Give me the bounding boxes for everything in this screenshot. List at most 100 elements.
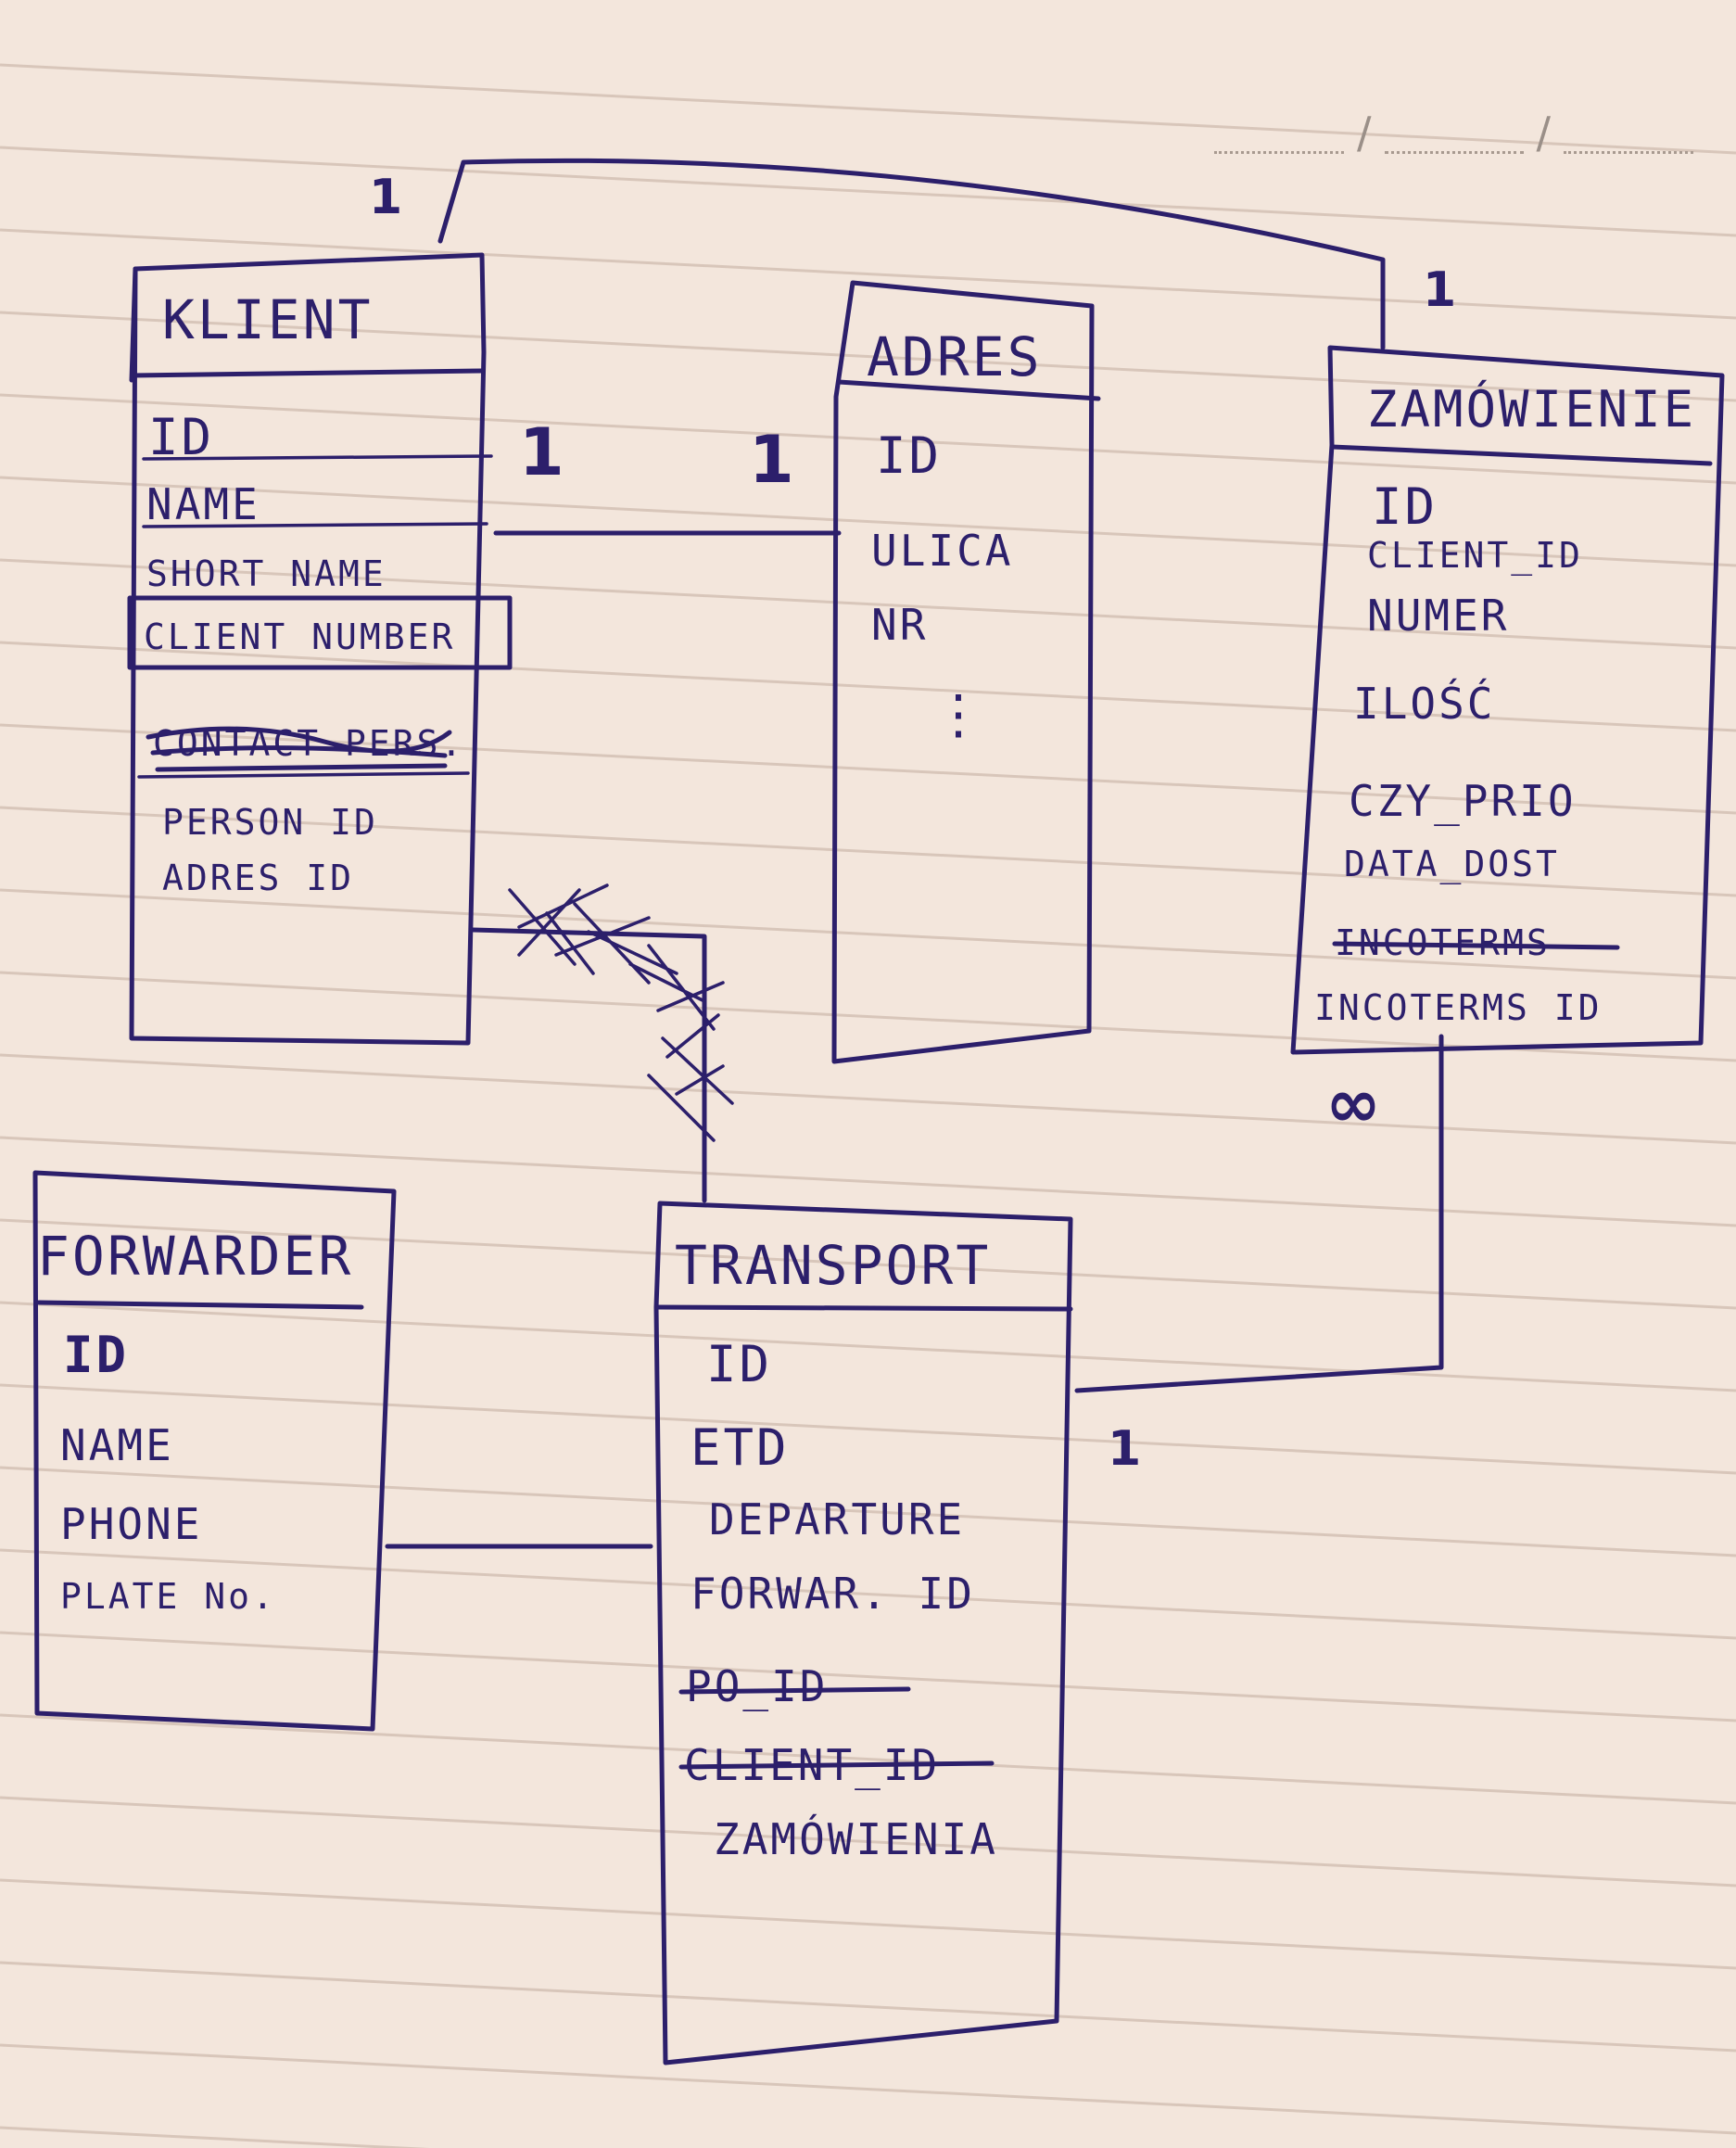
entity-zamowienie-header-divider: [1329, 444, 1713, 466]
adres-field-id: ID: [876, 426, 942, 485]
klient-field-client-number: CLIENT NUMBER: [144, 616, 455, 657]
ruled-line: [0, 1713, 1736, 1805]
date-separator: /: [1536, 108, 1552, 158]
klient-field-short-name: SHORT NAME: [146, 553, 386, 594]
klient-field-name: NAME: [146, 479, 260, 529]
transport-strikethrough-client-id: [678, 1760, 995, 1770]
klient-row-divider: [142, 522, 488, 528]
entity-transport-header-divider: [653, 1304, 1073, 1312]
ruled-line: [0, 558, 1736, 650]
relation-klient-transport-scribble: [508, 883, 734, 1142]
cardinality-zamowienie-transport-many: ∞: [1325, 1064, 1381, 1142]
transport-field-forwar-id: FORWAR. ID: [691, 1569, 975, 1619]
zamowienie-field-data-dost: DATA_DOST: [1344, 844, 1560, 885]
adres-field-ulica: ULICA: [871, 526, 1013, 576]
entity-transport-title: TRANSPORT: [675, 1234, 991, 1297]
forwarder-field-plate-no: PLATE No.: [60, 1576, 276, 1617]
zamowienie-field-czy-prio: CZY_PRIO: [1349, 776, 1577, 826]
date-year-blank: [1564, 125, 1693, 154]
adres-field-more: ⋮: [931, 682, 988, 745]
ruled-line: [0, 723, 1736, 815]
entity-klient-header-divider: [130, 368, 485, 378]
ruled-line: [0, 311, 1736, 402]
entity-klient-header-left: [129, 266, 138, 383]
entity-zamowienie-box: [1290, 345, 1725, 1055]
cardinality-klient-zamowienie-zamowienie: 1: [1423, 262, 1456, 318]
transport-strikethrough-po-id: [678, 1686, 911, 1695]
ruled-line: [0, 476, 1736, 567]
entity-transport-box: [653, 1201, 1073, 2065]
entity-klient-box: [129, 252, 487, 1046]
date-day-blank: [1214, 125, 1344, 154]
cardinality-klient-zamowienie-klient: 1: [369, 170, 402, 225]
ruled-line: [0, 1878, 1736, 1970]
ruled-line: [0, 1631, 1736, 1722]
relation-klient-zamowienie: [437, 158, 1386, 350]
ruled-line: [0, 1548, 1736, 1640]
ruled-line: [0, 63, 1736, 155]
zamowienie-field-id: ID: [1372, 477, 1438, 536]
entity-adres-header-divider: [836, 379, 1101, 401]
ruled-line: [0, 146, 1736, 237]
forwarder-field-name: NAME: [60, 1420, 174, 1470]
ruled-line: [0, 393, 1736, 485]
klient-row-divider: [142, 454, 493, 461]
date-separator: /: [1357, 108, 1372, 158]
ruled-line: [0, 1961, 1736, 2053]
entity-zamowienie-title: ZAMÓWIENIE: [1367, 380, 1696, 438]
klient-field-person-id: PERSON ID: [162, 802, 378, 843]
ruled-line: [0, 1383, 1736, 1475]
relation-zamowienie-transport: [1074, 1034, 1444, 1393]
date-field: / /: [1214, 111, 1693, 154]
klient-field-id: ID: [148, 408, 214, 466]
entity-zamowienie[interactable]: ZAMÓWIENIE ID CLIENT_ID NUMER ILOŚĆ CZY_…: [1290, 345, 1725, 1055]
forwarder-field-phone: PHONE: [60, 1499, 202, 1549]
ruled-line: [0, 1796, 1736, 1887]
klient-row-divider: [137, 771, 470, 779]
ruled-line: [0, 1053, 1736, 1145]
date-month-blank: [1384, 125, 1524, 154]
entity-forwarder-title: FORWARDER: [37, 1225, 353, 1288]
cardinality-klient-adres-klient: 1: [519, 414, 564, 490]
ruled-line: [0, 1136, 1736, 1227]
entity-klient[interactable]: KLIENT ID NAME SHORT NAME CLIENT NUMBER …: [127, 252, 513, 1046]
ruled-line: [0, 971, 1736, 1062]
entity-forwarder-box: [32, 1170, 397, 1732]
zamowienie-field-ilosc: ILOŚĆ: [1353, 679, 1495, 729]
klient-field-adres-id: ADRES ID: [162, 858, 354, 898]
entity-forwarder[interactable]: FORWARDER ID NAME PHONE PLATE No.: [32, 1170, 397, 1732]
zamowienie-field-incoterms-id: INCOTERMS ID: [1314, 987, 1603, 1028]
entity-klient-title: KLIENT: [162, 288, 374, 351]
transport-field-id: ID: [706, 1335, 772, 1393]
ruled-line: [0, 888, 1736, 980]
zamowienie-strikethrough: [1332, 941, 1620, 950]
ruled-line: [0, 2126, 430, 2148]
ruled-line: [0, 641, 1736, 732]
transport-field-departure: DEPARTURE: [709, 1494, 965, 1544]
adres-field-nr: NR: [871, 600, 928, 650]
relation-klient-transport: [470, 927, 707, 1203]
entity-transport[interactable]: TRANSPORT ID ETD DEPARTURE FORWAR. ID PO…: [653, 1201, 1073, 2065]
cardinality-klient-adres-adres: 1: [749, 422, 794, 498]
entity-forwarder-header-divider: [36, 1300, 364, 1310]
forwarder-field-id: ID: [63, 1326, 129, 1384]
entity-adres-title: ADRES: [867, 325, 1043, 388]
ruled-line: [0, 228, 1736, 320]
ruled-line: [0, 1218, 1736, 1310]
zamowienie-field-numer: NUMER: [1367, 591, 1509, 641]
ruled-line: [0, 1466, 1736, 1557]
ruled-line: [0, 1301, 1736, 1392]
ruled-line: [0, 806, 1736, 897]
klient-strikethrough-scribble: [146, 726, 452, 772]
entity-adres-box: [831, 280, 1095, 1064]
ruled-line: [0, 2043, 1736, 2135]
transport-field-zamowienia: ZAMÓWIENIA: [714, 1814, 998, 1864]
transport-field-po-id: PO_ID: [686, 1661, 828, 1711]
entity-adres[interactable]: ADRES ID ULICA NR ⋮: [831, 280, 1101, 1064]
klient-field-client-number-box: [127, 595, 513, 670]
transport-field-etd: ETD: [691, 1418, 790, 1477]
zamowienie-field-client-id: CLIENT_ID: [1367, 535, 1583, 577]
cardinality-zamowienie-transport-one: 1: [1108, 1421, 1141, 1477]
